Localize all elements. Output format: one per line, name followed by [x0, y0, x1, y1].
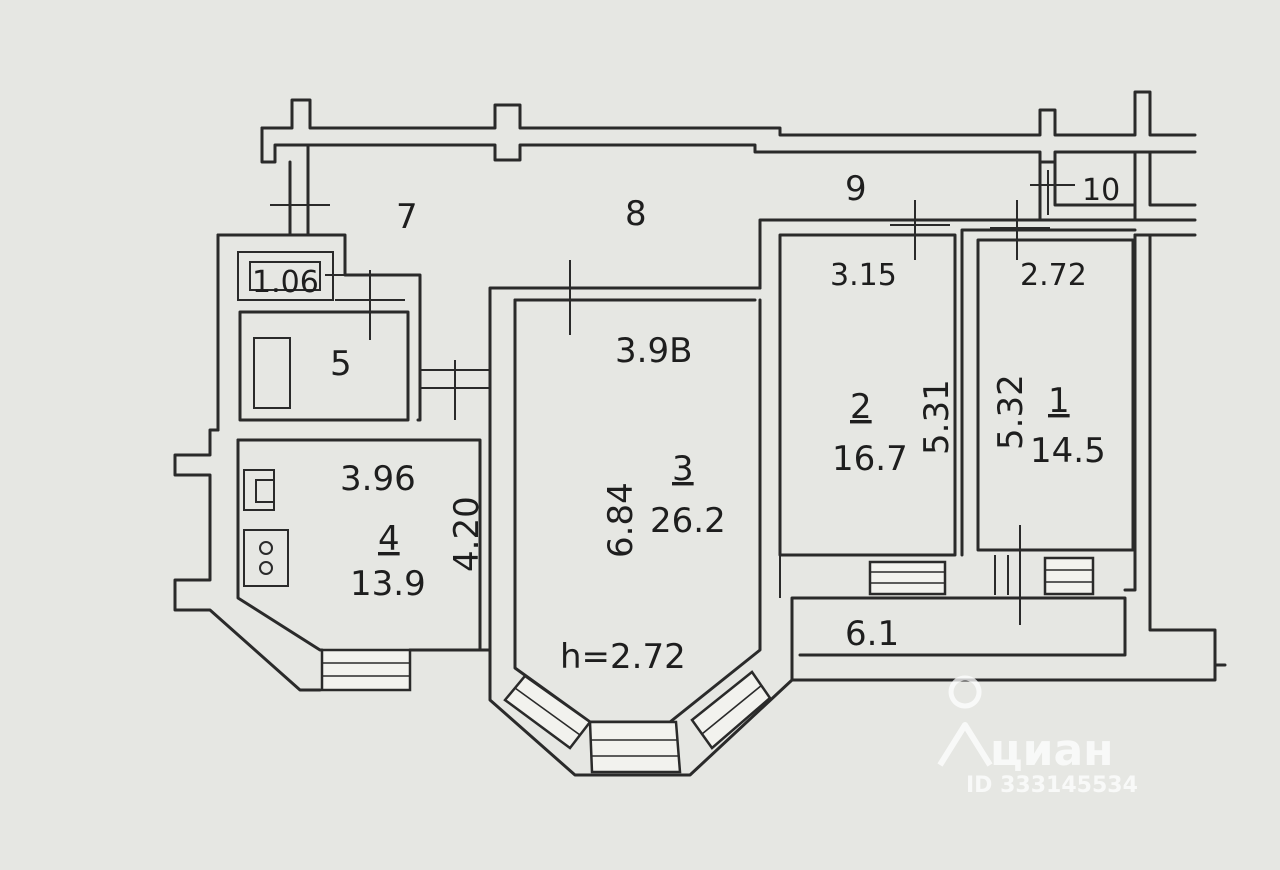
bathroom-block [216, 233, 490, 432]
room-10-number: 10 [1082, 173, 1120, 208]
room-7-number: 7 [396, 197, 418, 237]
room-3-width: 3.9В [615, 331, 692, 371]
watermark-id: ID 333145534 [966, 773, 1138, 798]
room-labels: 7 8 9 10 1.06 5 3.96 4 13.9 4.20 3.9В 6.… [252, 169, 1120, 677]
room-4-area: 13.9 [350, 564, 426, 604]
room-2-width: 3.15 [830, 258, 897, 293]
room-5-number: 5 [330, 344, 352, 384]
room-8-number: 8 [625, 194, 647, 234]
bay-window [503, 670, 772, 774]
room-2-length: 5.31 [917, 379, 957, 455]
bedrooms [758, 200, 1137, 625]
room-6-label: 1.06 [252, 265, 319, 300]
room-2-area: 16.7 [832, 439, 908, 479]
room-3-length: 6.84 [601, 482, 641, 558]
ceiling-height: h=2.72 [560, 637, 686, 677]
room-4-length: 4.20 [447, 496, 487, 572]
room-4-number: 4 [378, 519, 400, 559]
watermark-brand: циан [990, 725, 1114, 776]
balcony-length: 6.1 [845, 614, 899, 654]
room-3-number: 3 [672, 449, 694, 489]
watermark: циан ID 333145534 [937, 675, 1138, 798]
kitchen [173, 298, 492, 692]
room-1-area: 14.5 [1030, 431, 1106, 471]
room-4-width: 3.96 [340, 459, 416, 499]
room-1-length: 5.32 [991, 374, 1031, 450]
room-9-number: 9 [845, 169, 867, 209]
room-1-number: 1 [1048, 381, 1070, 421]
room-1-width: 2.72 [1020, 258, 1087, 293]
room-2-number: 2 [850, 387, 872, 427]
outer-walls [260, 90, 1227, 667]
room-3-area: 26.2 [650, 501, 726, 541]
balcony [779, 555, 1217, 682]
location-pin-icon [937, 675, 993, 767]
living-room [488, 260, 794, 777]
